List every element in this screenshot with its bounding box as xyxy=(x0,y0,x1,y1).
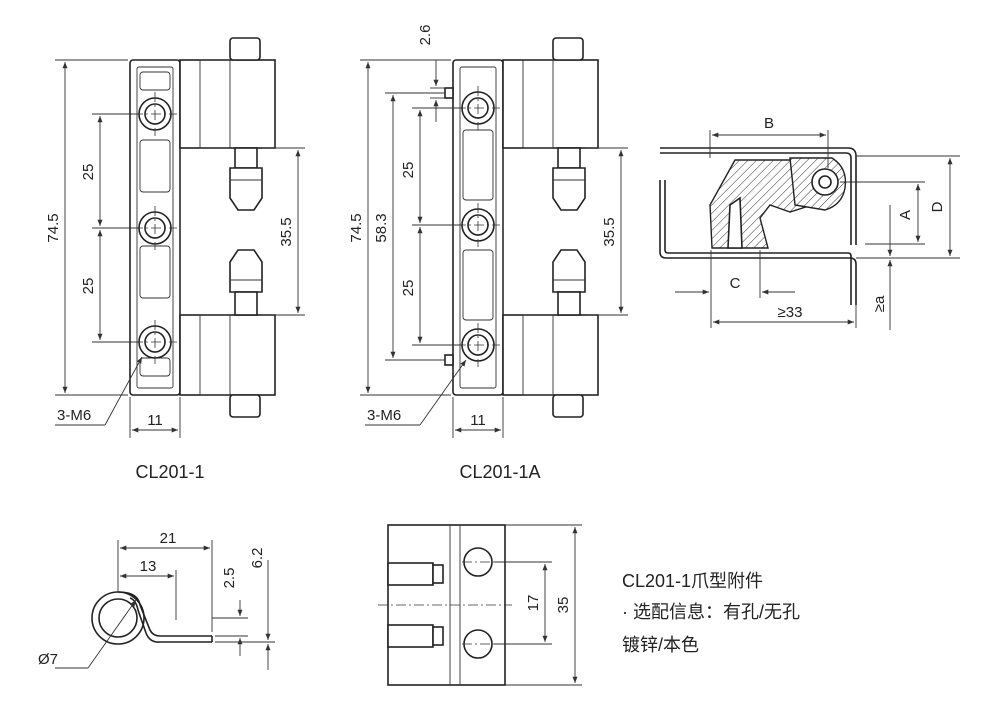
dim-holes: 3-M6 xyxy=(57,407,91,424)
view-claw-front: 17 35 xyxy=(378,524,582,686)
view-section: B D A ≥a C ≥33 xyxy=(659,115,960,330)
note-finish: 镀锌/本色 xyxy=(622,635,699,655)
dim-pitch-top-1a: 25 xyxy=(400,162,417,179)
dim-length: 21 xyxy=(160,530,177,547)
view-cl201-1: 74.5 25 25 35.5 11 3-M6 CL201-1 xyxy=(45,37,305,482)
notes: CL201-1爪型附件 · 选配信息：有孔/无孔 镀锌/本色 xyxy=(622,571,800,655)
dim-diameter: Ø7 xyxy=(38,651,58,668)
dim-offset: 2.6 xyxy=(417,25,434,46)
dim-pitch-top: 25 xyxy=(80,164,97,181)
dim-c: C xyxy=(730,275,741,292)
dim-pitch-bottom-1a: 25 xyxy=(400,280,417,297)
caption-cl201-1: CL201-1 xyxy=(135,462,204,482)
dim-height-claw: 35 xyxy=(555,597,572,614)
dim-a: A xyxy=(897,210,914,220)
note-title: CL201-1爪型附件 xyxy=(622,571,763,591)
dim-d: D xyxy=(929,201,946,212)
view-cl201-1a: 2.6 74.5 58.3 25 25 35.5 11 3-M6 CL201-1… xyxy=(348,25,628,482)
dim-center: 13 xyxy=(140,558,157,575)
dim-pitch-claw: 17 xyxy=(525,595,542,612)
dim-gap: 35.5 xyxy=(278,217,295,246)
dim-holes-1a: 3-M6 xyxy=(367,407,401,424)
view-claw-side: 21 13 2.5 6.2 Ø7 xyxy=(38,530,275,670)
dim-overall-height-1a: 74.5 xyxy=(348,213,365,242)
caption-cl201-1a: CL201-1A xyxy=(459,462,540,482)
dim-width: 11 xyxy=(147,412,163,429)
dim-b: B xyxy=(764,115,774,132)
dim-min-a: ≥a xyxy=(871,295,888,312)
note-options: · 选配信息：有孔/无孔 xyxy=(622,602,800,622)
dim-thickness: 2.5 xyxy=(221,568,238,589)
dim-pitch-bottom: 25 xyxy=(80,278,97,295)
dim-width-1a: 11 xyxy=(470,412,486,429)
dim-min-depth: ≥33 xyxy=(778,304,803,321)
dim-overall-height: 74.5 xyxy=(45,213,62,242)
dim-gap-1a: 35.5 xyxy=(601,217,618,246)
dim-holes-span: 58.3 xyxy=(373,213,390,242)
dim-height: 6.2 xyxy=(249,548,266,569)
